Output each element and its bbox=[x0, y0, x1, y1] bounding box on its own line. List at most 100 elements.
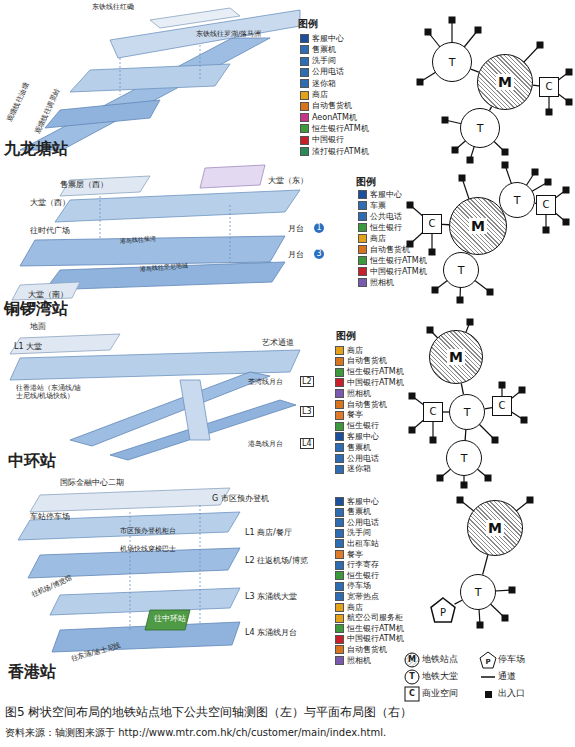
parking-node: P bbox=[430, 597, 456, 623]
legend-swatch bbox=[335, 443, 344, 452]
legend-row: 售票机 bbox=[335, 508, 371, 517]
exit-square bbox=[509, 587, 516, 594]
legend-text: 出租车站 bbox=[347, 540, 379, 548]
node-text: T bbox=[475, 587, 482, 598]
connector-line bbox=[471, 69, 479, 72]
exit-square bbox=[475, 27, 482, 34]
legend-text: 客服中心 bbox=[347, 498, 379, 506]
exit-square bbox=[545, 179, 552, 186]
legend-row: 商店 bbox=[358, 234, 386, 243]
legend-row: 停车场 bbox=[335, 582, 371, 591]
legend-swatch bbox=[300, 136, 309, 145]
legend-text: 餐亭 bbox=[347, 551, 363, 559]
legend-text: 恒生银行ATM机 bbox=[347, 625, 404, 633]
node-text: T bbox=[477, 123, 484, 134]
legend-row: 商店 bbox=[335, 346, 363, 355]
exit-square bbox=[477, 622, 484, 629]
exit-square bbox=[499, 382, 506, 389]
legend-row: 照相机 bbox=[335, 656, 371, 665]
exit-square bbox=[442, 117, 449, 124]
legend-text: 恒生银行 bbox=[370, 224, 402, 232]
legend-swatch bbox=[358, 278, 367, 287]
connector-line bbox=[483, 555, 488, 575]
legend-row: 渣打银行ATM机 bbox=[300, 147, 369, 156]
legend-row: 恒生银行ATM机 bbox=[335, 624, 404, 633]
legend-text: 出入口 bbox=[498, 689, 525, 698]
label-text: L1 大堂 bbox=[14, 342, 42, 351]
legend-text: 自动售货机 bbox=[370, 246, 410, 254]
legend-row: 商业空间 bbox=[422, 689, 458, 698]
legend-text: 车票 bbox=[370, 202, 386, 210]
label-text: L4 bbox=[300, 438, 314, 449]
exit-square bbox=[432, 287, 439, 294]
legend-swatch bbox=[335, 529, 344, 538]
connector-line bbox=[485, 408, 492, 409]
legend-row: 照相机 bbox=[358, 278, 394, 287]
legend-text: 航空公司服务柜 bbox=[347, 614, 403, 622]
legend-swatch bbox=[335, 518, 344, 527]
label-text: L4 东涌线月台 bbox=[245, 628, 297, 637]
legend-row: 恒生银行 bbox=[335, 571, 379, 580]
node-text: C bbox=[546, 82, 553, 92]
legend-text: 照相机 bbox=[347, 390, 371, 398]
label-text: 铜锣湾站 bbox=[4, 300, 68, 318]
legend-row: 迷你箱 bbox=[300, 79, 336, 88]
exit-square bbox=[457, 297, 464, 304]
exit-square bbox=[425, 29, 432, 36]
legend-swatch bbox=[335, 561, 344, 570]
exit-square bbox=[502, 615, 509, 622]
legend-swatch bbox=[300, 91, 309, 100]
legend-text: 售票机 bbox=[347, 444, 371, 452]
legend-text: 恒生银行ATM机 bbox=[347, 368, 404, 376]
legend-swatch bbox=[335, 411, 344, 420]
legend-swatch bbox=[335, 571, 344, 580]
legend-swatch bbox=[300, 34, 309, 43]
label-text: 图例 bbox=[356, 176, 376, 188]
legend-text: 通道 bbox=[498, 672, 516, 681]
connector-line bbox=[442, 224, 449, 226]
label-text: C bbox=[409, 689, 415, 698]
legend-swatch bbox=[358, 223, 367, 232]
legend-text: 自动售货机 bbox=[347, 357, 387, 365]
legend-swatch bbox=[358, 256, 367, 265]
exit-square bbox=[519, 387, 526, 394]
legend-text: 宽带热点 bbox=[347, 593, 379, 601]
legend-swatch bbox=[300, 45, 309, 54]
label-text: L3 bbox=[300, 406, 314, 417]
legend-text: AeonATM机 bbox=[312, 114, 357, 122]
legend-swatch bbox=[335, 400, 344, 409]
concourse-node: T bbox=[460, 108, 500, 148]
legend-text: 公用电话 bbox=[312, 68, 344, 76]
label-text: 港岛线月台 bbox=[248, 440, 283, 448]
legend-row: 自动售货机 bbox=[358, 245, 410, 254]
legend-swatch bbox=[335, 592, 344, 601]
legend-row: 客服中心 bbox=[358, 190, 402, 199]
legend-row: 餐亭 bbox=[335, 411, 363, 420]
exit-square bbox=[459, 175, 466, 182]
legend-row: 商店 bbox=[300, 91, 328, 100]
legend-text: 售票机 bbox=[347, 508, 371, 516]
label-text: L1 商店/餐厅 bbox=[245, 528, 292, 537]
label-text: 国际金融中心二期 bbox=[60, 478, 124, 487]
legend-swatch bbox=[300, 124, 309, 133]
legend-row: 中国银行ATM机 bbox=[335, 378, 404, 387]
label-text: 月台 bbox=[288, 224, 304, 233]
node-text: M bbox=[447, 349, 465, 365]
legend-row: 中国银行 bbox=[300, 136, 344, 145]
label-text: 观塘线往油塘 bbox=[6, 82, 30, 124]
label-text: 往时代广场 bbox=[30, 226, 70, 235]
legend-text: 恒生银行 bbox=[347, 572, 379, 580]
legend-swatch bbox=[335, 432, 344, 441]
legend-swatch bbox=[358, 267, 367, 276]
legend-swatch bbox=[300, 79, 309, 88]
legend-swatch bbox=[300, 57, 309, 66]
exit-square bbox=[437, 475, 444, 482]
legend-swatch bbox=[335, 357, 344, 366]
exit-square bbox=[407, 202, 414, 209]
label-text: 3 bbox=[314, 249, 324, 259]
legend-swatch bbox=[335, 550, 344, 559]
concourse-node: T bbox=[446, 440, 482, 476]
legend-swatch bbox=[335, 624, 344, 633]
node-text: C bbox=[499, 401, 506, 411]
label-text: L2 bbox=[300, 376, 314, 387]
